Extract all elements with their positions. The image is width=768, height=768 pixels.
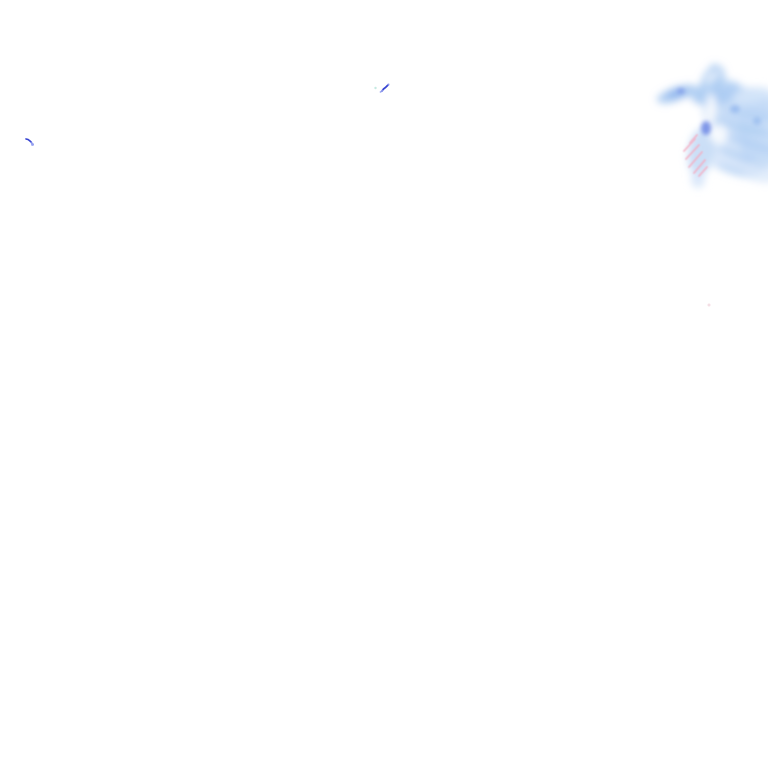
blob-deep-speck-2 — [753, 117, 761, 125]
white-notch — [678, 101, 698, 115]
blob-vertical-streak — [712, 72, 720, 100]
hatch-line — [689, 134, 698, 144]
watercolor-blob — [656, 64, 768, 188]
hatch-line — [685, 144, 700, 160]
hatch-line — [693, 159, 706, 174]
blob-arm-speck — [677, 88, 685, 94]
blob-top-right-wisp — [732, 86, 768, 104]
blob-streak-2 — [718, 132, 768, 154]
hatch-line — [698, 166, 708, 177]
pen-mark-center — [379, 83, 390, 93]
hatch-line — [683, 138, 696, 152]
pink-hatch — [683, 134, 708, 177]
pen-mark-left-stroke — [25, 138, 33, 144]
pink-speck — [707, 303, 711, 307]
pen-mark-left — [25, 138, 34, 146]
white-channel — [705, 94, 717, 126]
white-hole — [710, 124, 728, 144]
blob-bottom-right-wash — [742, 161, 768, 183]
hatch-line — [688, 151, 703, 168]
teal-speck — [374, 86, 377, 90]
blob-dark-spots — [677, 88, 761, 135]
blob-hook-tip — [711, 64, 717, 70]
blob-streak-1 — [712, 120, 768, 136]
pen-mark-center-stroke — [381, 84, 389, 92]
blob-deep-speck-1 — [730, 105, 740, 113]
pen-mark-center-tail — [379, 89, 384, 93]
blob-dark-spot — [701, 121, 711, 135]
blob-streak-5 — [726, 109, 768, 121]
blob-streak-4 — [711, 162, 757, 180]
pen-mark-center-blot — [387, 83, 390, 86]
pen-mark-left-blot — [31, 143, 34, 146]
